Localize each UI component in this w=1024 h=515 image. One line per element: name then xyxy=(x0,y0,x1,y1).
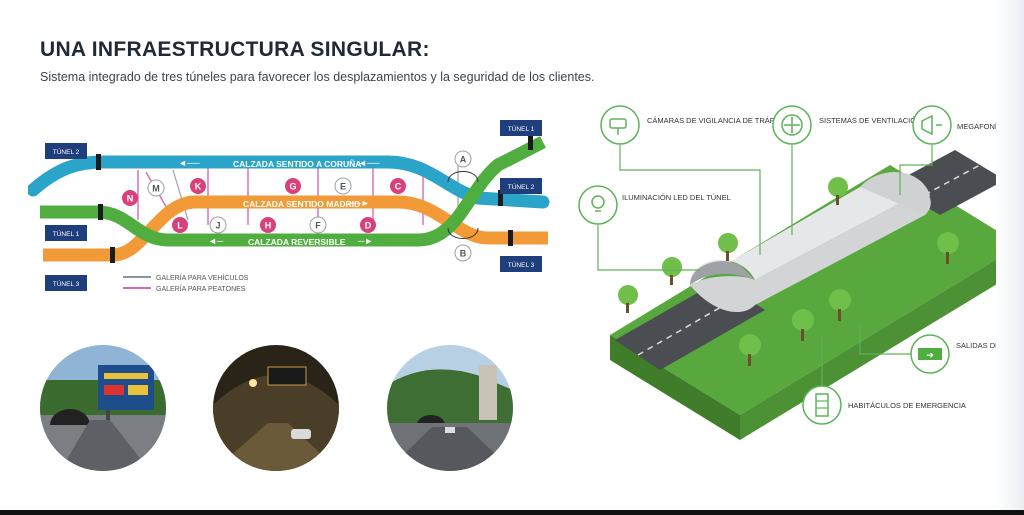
svg-text:TÚNEL 3: TÚNEL 3 xyxy=(53,279,80,288)
bottom-bar xyxy=(0,510,1024,515)
road-reversible xyxy=(40,136,546,247)
svg-text:TÚNEL 1: TÚNEL 1 xyxy=(508,124,535,133)
svg-text:TÚNEL 3: TÚNEL 3 xyxy=(508,260,535,269)
cameras-icon xyxy=(600,105,640,145)
gallery-markers-left: M N xyxy=(122,179,165,206)
svg-text:◄──: ◄── xyxy=(358,158,380,168)
svg-text:N: N xyxy=(127,194,134,204)
page-title: UNA INFRAESTRUCTURA SINGULAR: xyxy=(40,38,430,61)
svg-text:M: M xyxy=(152,184,160,194)
feature-cameras: CÁMARAS DE VIGILANCIA DE TRÁFICO xyxy=(647,116,788,125)
photo-tunnel-interior xyxy=(213,345,339,471)
legend: GALERÍA PARA VEHÍCULOS GALERÍA PARA PEAT… xyxy=(123,273,249,293)
svg-text:TÚNEL 2: TÚNEL 2 xyxy=(508,182,535,191)
legend-pedestrians: GALERÍA PARA PEATONES xyxy=(156,284,246,293)
feature-megaphone: MEGAFONÍA xyxy=(957,122,1002,131)
svg-text:G: G xyxy=(289,182,296,192)
svg-text:◄──: ◄── xyxy=(178,158,200,168)
feature-exits: SALIDAS DE EMERGENCIA xyxy=(956,341,1020,350)
lighting-icon xyxy=(578,185,618,225)
feature-lighting: ILUMINACIÓN LED DEL TÚNEL xyxy=(622,193,731,202)
svg-text:K: K xyxy=(195,182,202,192)
gallery-markers-top: K G E C xyxy=(190,177,406,195)
svg-text:J: J xyxy=(215,221,220,231)
tunnel-schematic: CALZADA SENTIDO A CORUÑA CALZADA SENTIDO… xyxy=(28,120,550,293)
svg-text:TÚNEL 1: TÚNEL 1 xyxy=(53,229,80,238)
emergency-cabin-icon xyxy=(802,385,842,425)
svg-text:F: F xyxy=(315,221,321,231)
svg-text:B: B xyxy=(460,249,467,259)
photo-tunnel-entrance xyxy=(40,345,166,471)
label-reversible: CALZADA REVERSIBLE xyxy=(248,237,346,247)
gallery-markers-right: A B xyxy=(447,150,479,262)
tunnel-illustration: CÁMARAS DE VIGILANCIA DE TRÁFICO SISTEMA… xyxy=(578,105,1020,440)
tunnel-tags: TÚNEL 2 TÚNEL 1 TÚNEL 3 TÚNEL 1 TÚNEL 2 … xyxy=(45,120,542,291)
road-coruna xyxy=(28,155,550,209)
svg-text:E: E xyxy=(340,182,346,192)
road-madrid xyxy=(43,195,548,262)
megaphone-icon xyxy=(912,105,952,145)
svg-text:◄─: ◄─ xyxy=(208,236,224,246)
page-subtitle: Sistema integrado de tres túneles para f… xyxy=(40,70,595,84)
photo-tunnel-portal xyxy=(387,345,513,471)
svg-text:A: A xyxy=(460,155,467,165)
label-madrid: CALZADA SENTIDO MADRID xyxy=(243,199,360,209)
ventilation-icon xyxy=(772,105,812,145)
svg-text:TÚNEL 2: TÚNEL 2 xyxy=(53,147,80,156)
feature-ventilation: SISTEMAS DE VENTILACIÓN xyxy=(819,116,922,125)
svg-text:H: H xyxy=(265,221,272,231)
svg-text:─►: ─► xyxy=(357,236,373,246)
right-edge-strip xyxy=(996,0,1024,515)
svg-text:L: L xyxy=(177,221,183,231)
exit-icon: ➔ xyxy=(910,334,950,374)
gallery-markers-mid: L J H F D xyxy=(172,216,376,234)
svg-text:D: D xyxy=(365,221,372,231)
svg-text:──►: ──► xyxy=(347,198,370,208)
feature-cabins: HABITÁCULOS DE EMERGENCIA xyxy=(848,401,966,410)
legend-vehicles: GALERÍA PARA VEHÍCULOS xyxy=(156,273,249,282)
trees xyxy=(618,177,959,366)
svg-text:➔: ➔ xyxy=(926,350,934,360)
label-coruna: CALZADA SENTIDO A CORUÑA xyxy=(233,159,361,169)
svg-text:C: C xyxy=(395,182,402,192)
